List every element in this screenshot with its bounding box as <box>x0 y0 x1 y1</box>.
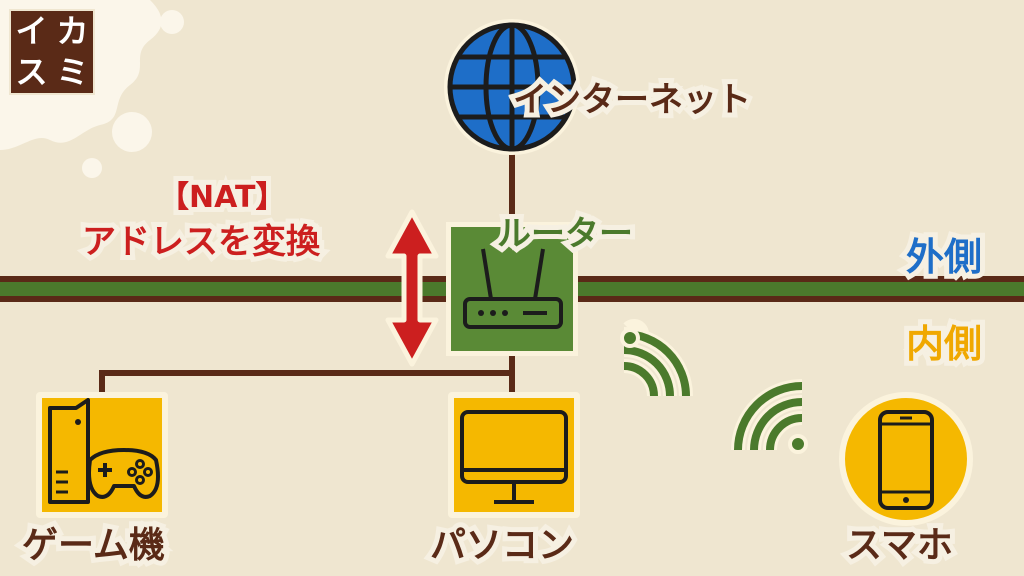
internet-label: インターネット <box>508 75 756 125</box>
pc-label: パソコン <box>425 520 579 571</box>
game-console-label: ゲーム機 <box>17 520 170 571</box>
double-arrow-icon <box>385 209 439 367</box>
inside-label: 内側 <box>901 317 987 371</box>
logo-char: カ <box>56 12 89 50</box>
smartphone-circle <box>839 392 973 526</box>
wifi-icon <box>731 379 808 454</box>
logo-char: ミ <box>56 53 89 91</box>
monitor-icon <box>460 410 568 504</box>
game-console-icon <box>48 398 160 504</box>
wifi-icon <box>620 319 693 397</box>
nat-description: アドレスを変換 <box>77 217 325 267</box>
nat-title: 【NAT】 <box>154 175 291 220</box>
logo-char: イ <box>15 12 48 50</box>
router-icon <box>463 248 563 329</box>
logo-char: ス <box>15 53 48 91</box>
ikasumi-logo: イ カ ス ミ <box>9 9 95 95</box>
router-box <box>446 222 578 356</box>
router-label: ルーター <box>492 209 638 259</box>
pc-box <box>448 392 580 518</box>
outside-label: 外側 <box>901 230 987 284</box>
globe-icon <box>444 19 580 155</box>
smartphone-label: スマホ <box>841 520 958 571</box>
game-console-box <box>36 392 168 518</box>
smartphone-icon <box>878 410 934 510</box>
